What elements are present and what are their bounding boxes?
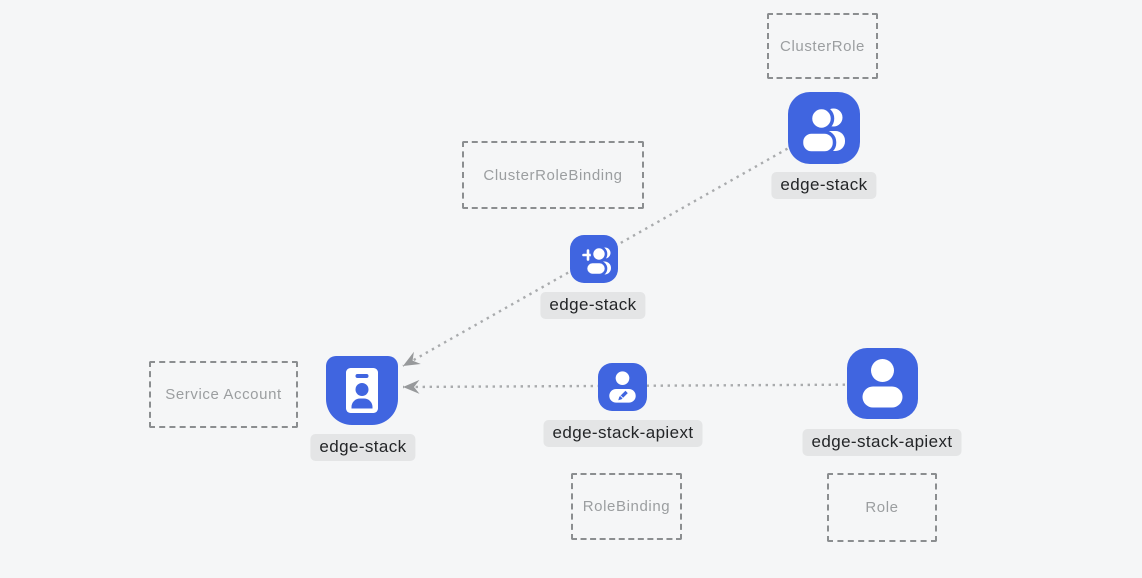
node-label-role-binding: edge-stack-apiext	[543, 420, 703, 447]
type-box-role-binding: RoleBinding	[571, 473, 682, 540]
user-icon	[847, 348, 918, 419]
user-edit-icon	[598, 363, 647, 411]
node-role-binding-edge-stack-apiext	[598, 363, 647, 411]
user-plus-icon	[570, 235, 618, 283]
id-badge-icon	[326, 356, 398, 425]
node-cluster-role-binding-edge-stack	[570, 235, 618, 283]
type-box-label: RoleBinding	[582, 498, 671, 515]
node-role-edge-stack-apiext	[847, 348, 918, 419]
type-box-label: ClusterRole	[780, 37, 865, 55]
node-service-account-edge-stack	[326, 356, 398, 425]
type-box-cluster-role-binding: ClusterRoleBinding	[462, 141, 644, 209]
users-icon	[788, 92, 860, 164]
type-box-cluster-role: ClusterRole	[767, 13, 878, 79]
node-label-cluster-role: edge-stack	[771, 172, 877, 199]
node-label-role: edge-stack-apiext	[802, 429, 962, 456]
type-box-label: ClusterRoleBinding	[483, 166, 623, 184]
type-box-service-account: Service Account	[149, 361, 298, 428]
node-cluster-role-edge-stack	[788, 92, 860, 164]
node-label-cluster-role-binding: edge-stack	[540, 292, 646, 319]
type-box-role: Role	[827, 473, 937, 542]
type-box-label: Service Account	[165, 386, 282, 403]
type-box-label: Role	[865, 499, 899, 516]
node-label-service-account: edge-stack	[310, 434, 416, 461]
